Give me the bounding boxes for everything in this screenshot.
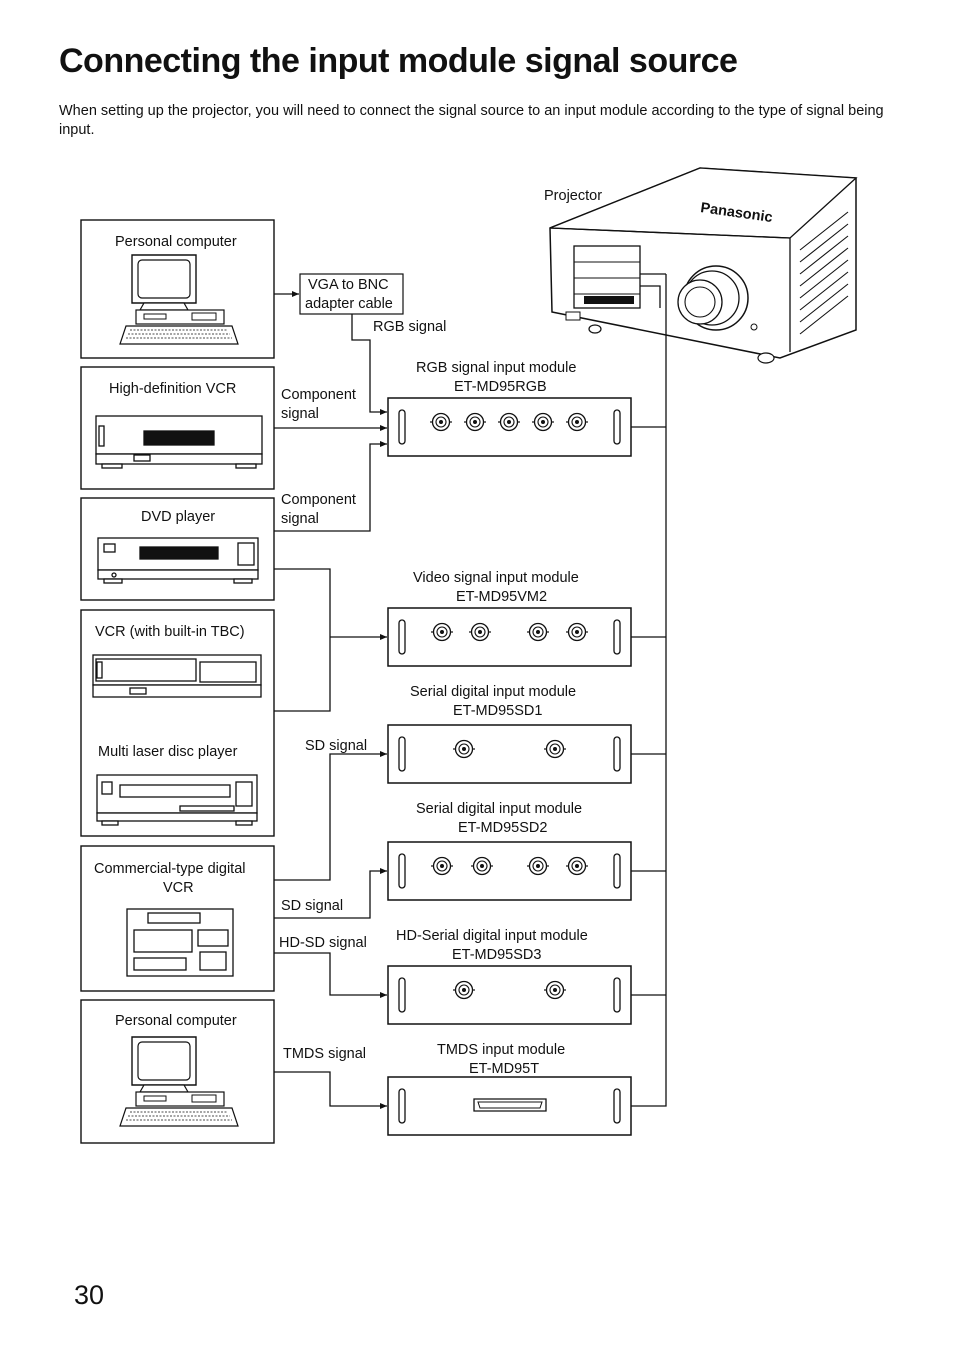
- source-box-vcr-laserdisc: [80, 609, 275, 837]
- source-label-hd-vcr: High-definition VCR: [109, 381, 236, 397]
- adapter-cable-box: [299, 273, 404, 315]
- laser-disc-player-illustration: [96, 774, 258, 826]
- signal-label-rgb: RGB signal: [373, 319, 446, 335]
- source-label-laser-disc: Multi laser disc player: [98, 744, 238, 760]
- signal-label-component-1-line1: Component: [281, 387, 356, 403]
- source-label-digital-vcr-line1: Commercial-type digital: [94, 861, 246, 877]
- signal-label-sd-2: SD signal: [281, 898, 343, 914]
- projector-label: Projector: [544, 188, 602, 204]
- module-name-tmds: TMDS input module: [437, 1042, 565, 1058]
- page-title: Connecting the input module signal sourc…: [59, 42, 738, 80]
- dvi-connector-tmds: [473, 1098, 547, 1112]
- source-label-vcr-tbc: VCR (with built-in TBC): [95, 624, 245, 640]
- digital-vcr-illustration: [126, 908, 234, 977]
- signal-label-component-1-line2: signal: [281, 406, 319, 422]
- intro-paragraph: When setting up the projector, you will …: [59, 103, 884, 138]
- signal-label-tmds: TMDS signal: [283, 1046, 366, 1062]
- module-model-sd1: ET-MD95SD1: [453, 703, 542, 719]
- module-panel-sd1: [387, 724, 632, 784]
- module-name-sd2: Serial digital input module: [416, 801, 582, 817]
- signal-label-hd-sd: HD-SD signal: [279, 935, 367, 951]
- source-label-dvd: DVD player: [141, 509, 215, 525]
- signal-label-component-2-line2: signal: [281, 511, 319, 527]
- signal-label-sd-1: SD signal: [305, 738, 367, 754]
- page-number: 30: [74, 1280, 105, 1310]
- source-label-pc-bottom: Personal computer: [115, 1013, 237, 1029]
- signal-label-component-2-line1: Component: [281, 492, 356, 508]
- module-name-sd1: Serial digital input module: [410, 684, 576, 700]
- module-model-tmds: ET-MD95T: [469, 1061, 539, 1077]
- module-name-rgb: RGB signal input module: [416, 360, 576, 376]
- adapter-label-line2: adapter cable: [305, 296, 393, 312]
- module-name-vm2: Video signal input module: [413, 570, 579, 586]
- vcr-tbc-illustration: [92, 654, 262, 698]
- source-label-pc-top: Personal computer: [115, 234, 237, 250]
- projector-illustration: Panasonic: [549, 167, 858, 364]
- module-model-sd2: ET-MD95SD2: [458, 820, 547, 836]
- computer-illustration: [119, 254, 239, 345]
- source-label-digital-vcr-line2: VCR: [163, 880, 194, 896]
- dvd-player-illustration: [97, 537, 259, 584]
- module-model-rgb: ET-MD95RGB: [454, 379, 547, 395]
- module-model-sd3: ET-MD95SD3: [452, 947, 541, 963]
- module-panel-vm2: [387, 607, 632, 667]
- module-panel-sd2: [387, 841, 632, 901]
- source-box-dvd: [80, 497, 275, 601]
- module-model-vm2: ET-MD95VM2: [456, 589, 547, 605]
- module-name-sd3: HD-Serial digital input module: [396, 928, 588, 944]
- computer-illustration: [119, 1036, 239, 1127]
- adapter-label-line1: VGA to BNC: [308, 277, 389, 293]
- hd-vcr-illustration: [95, 415, 263, 469]
- source-box-pc-top: [80, 219, 275, 359]
- module-panel-sd3: [387, 965, 632, 1025]
